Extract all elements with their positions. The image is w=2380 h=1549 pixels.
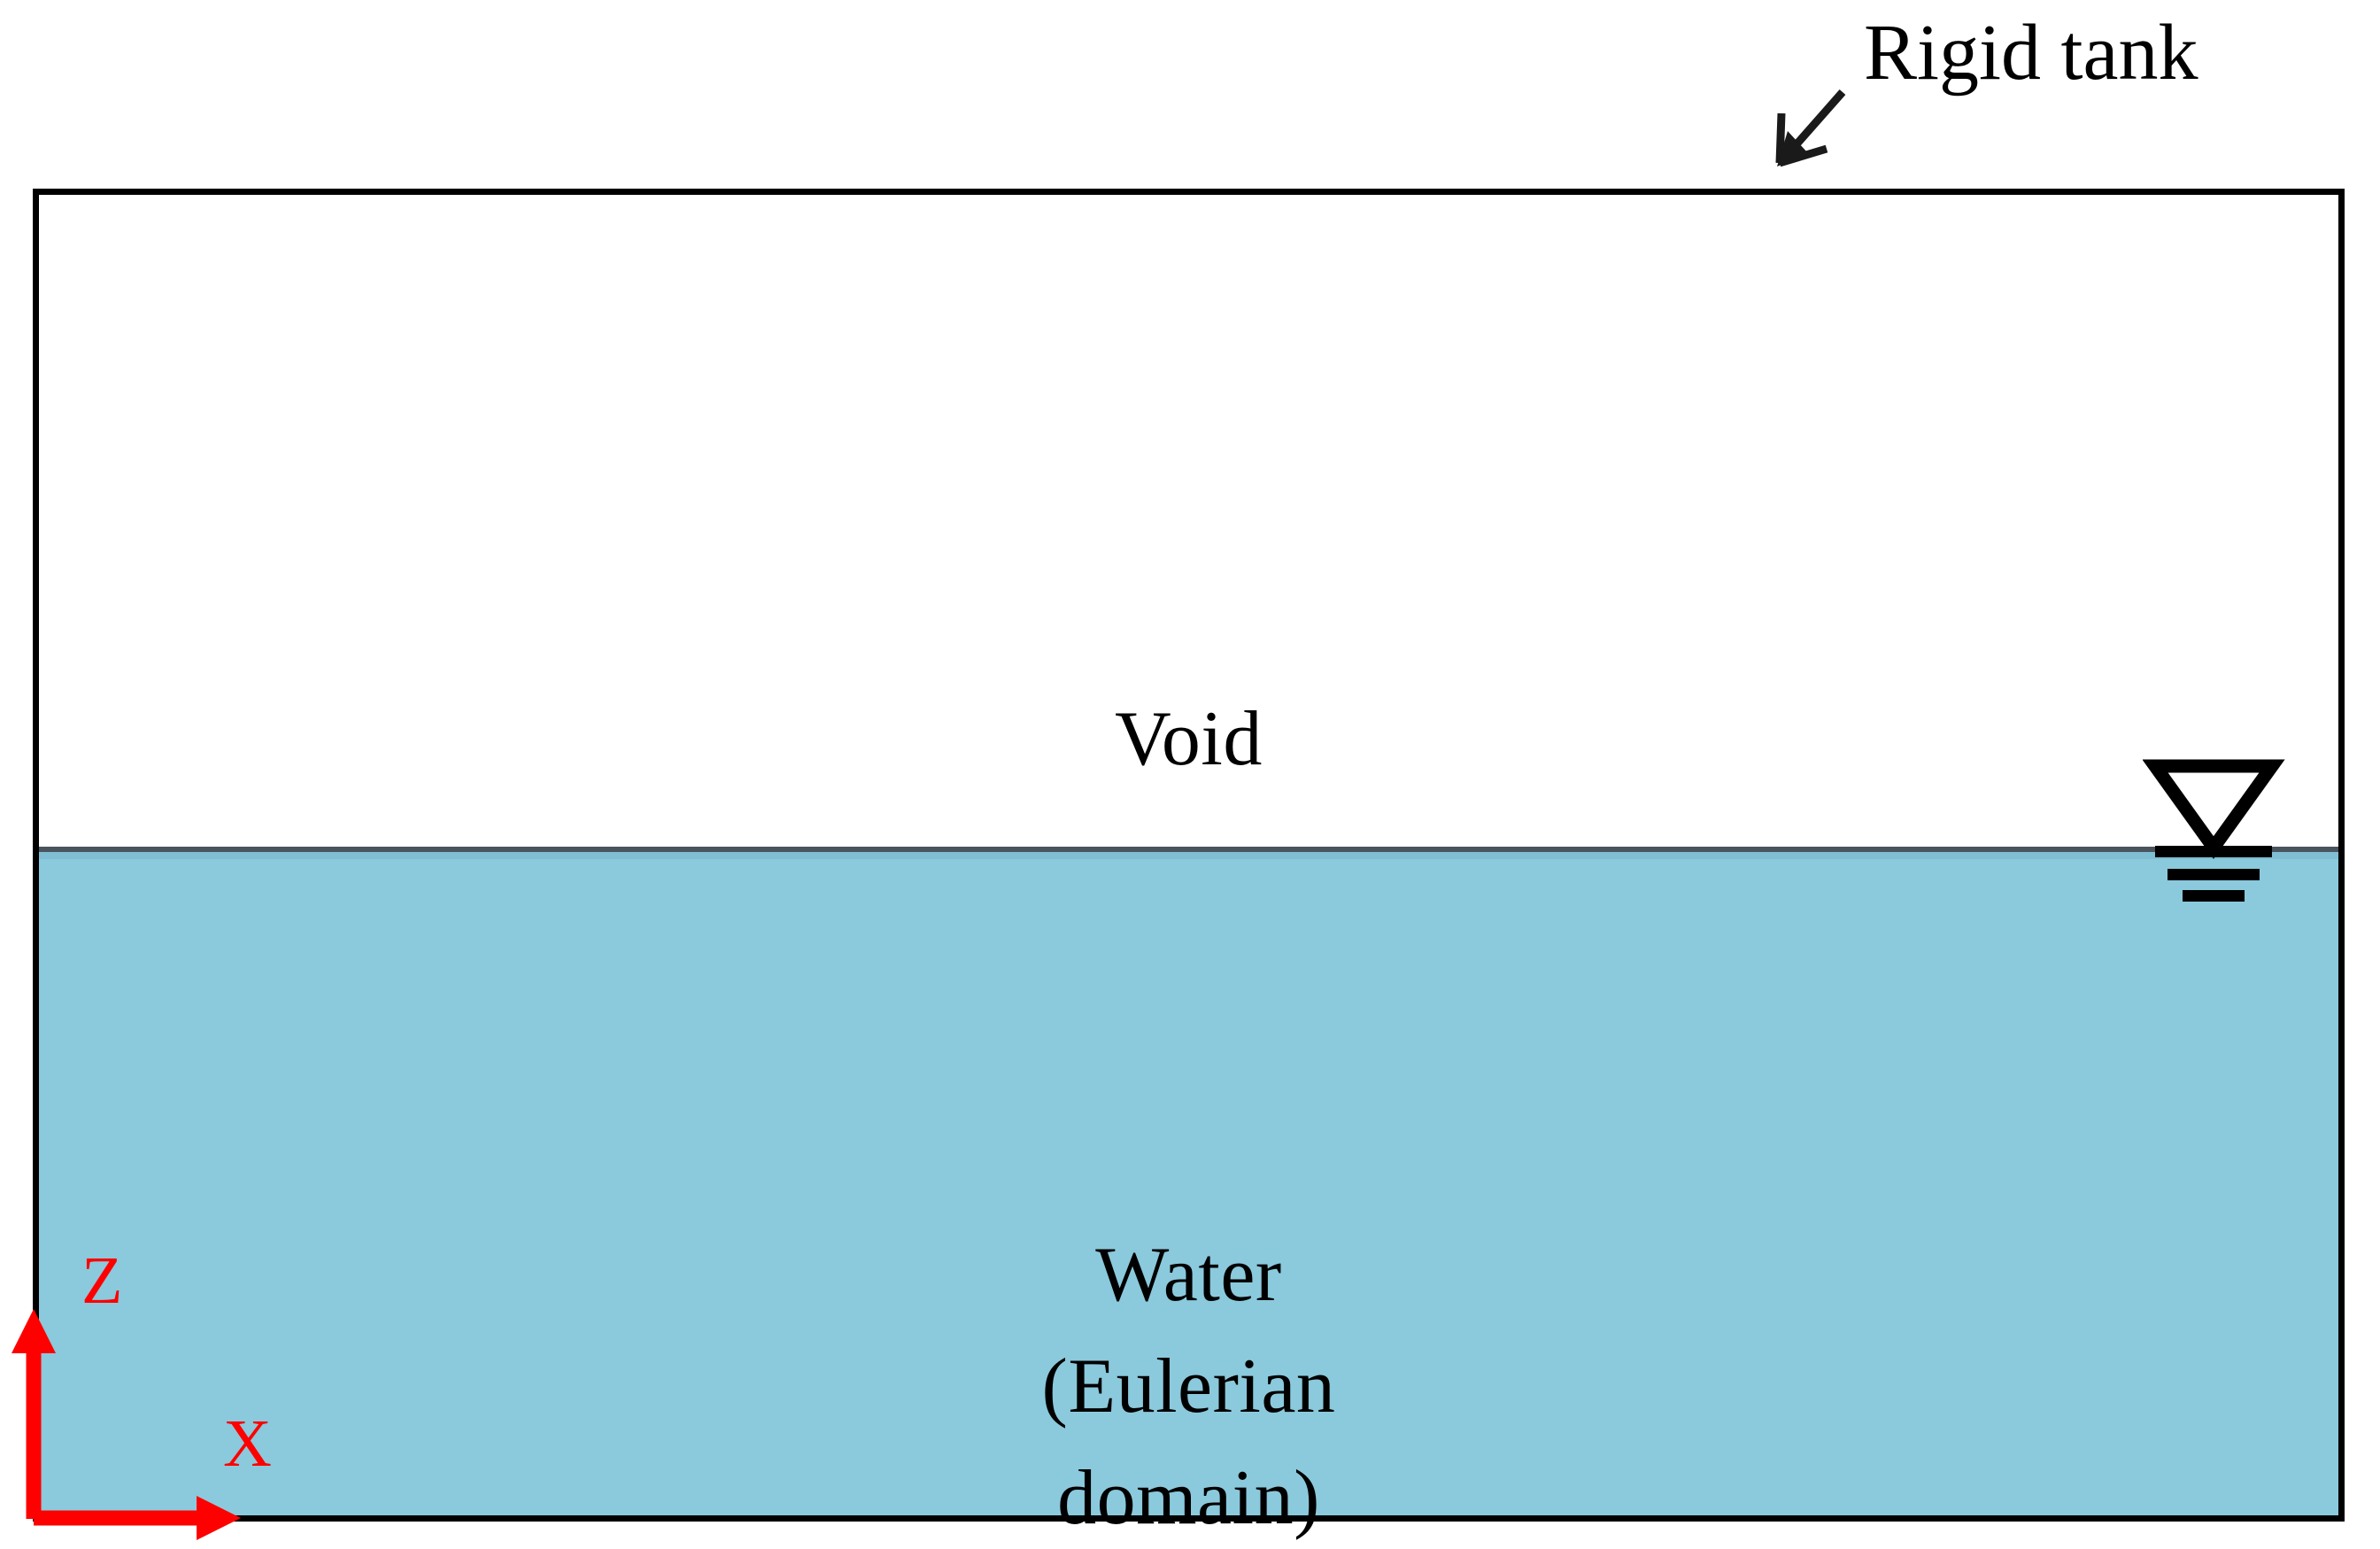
callout-arrow-icon bbox=[1775, 89, 1846, 167]
rigid-tank-rectangle: Void Water (Eulerian domain) bbox=[33, 189, 2345, 1541]
axis-label-z: Z bbox=[81, 1243, 123, 1318]
water-label: Water (Eulerian domain) bbox=[1041, 1232, 1336, 1541]
rigid-tank-callout: Rigid tank bbox=[1758, 7, 2360, 184]
water-region bbox=[39, 851, 2338, 1515]
axes-arrows-icon bbox=[12, 1309, 241, 1540]
void-label: Void bbox=[1115, 696, 1263, 782]
rigid-tank-label: Rigid tank bbox=[1864, 9, 2198, 97]
axis-label-x: X bbox=[223, 1406, 272, 1481]
water-surface-symbol-icon bbox=[2143, 759, 2285, 902]
void-region bbox=[39, 195, 2338, 851]
coordinate-axes: Z X bbox=[0, 1240, 354, 1549]
free-surface-line bbox=[39, 847, 2338, 852]
